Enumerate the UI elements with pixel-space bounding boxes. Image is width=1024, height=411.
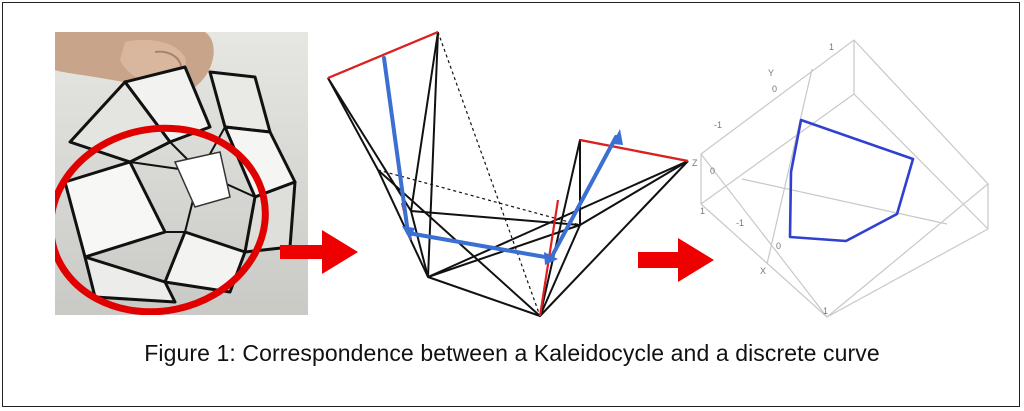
x-axis-label: X xyxy=(760,266,766,276)
discrete-curve-plot: Y 1 0 -1 Z 0 -1 0 X 1 1 xyxy=(692,34,992,320)
right-arrow-icon xyxy=(280,228,362,276)
figure-caption: Figure 1: Correspondence between a Kalei… xyxy=(144,340,880,366)
z-axis-label: Z xyxy=(692,158,698,168)
y-tick-low: -1 xyxy=(714,120,722,130)
z-tick-low: -1 xyxy=(736,218,744,228)
x-tick-low: 1 xyxy=(823,306,828,316)
y-axis-label: Y xyxy=(768,68,774,78)
z-tick-mid: 0 xyxy=(710,166,715,176)
y-tick-mid: 0 xyxy=(772,84,777,94)
kaleidocycle-photo xyxy=(55,32,308,315)
tetrahedra-diagram xyxy=(318,25,696,325)
corner-tick: 1 xyxy=(700,206,705,216)
right-arrow-icon xyxy=(638,236,720,284)
y-tick-top: 1 xyxy=(829,42,834,52)
x-tick-mid: 0 xyxy=(776,241,781,251)
